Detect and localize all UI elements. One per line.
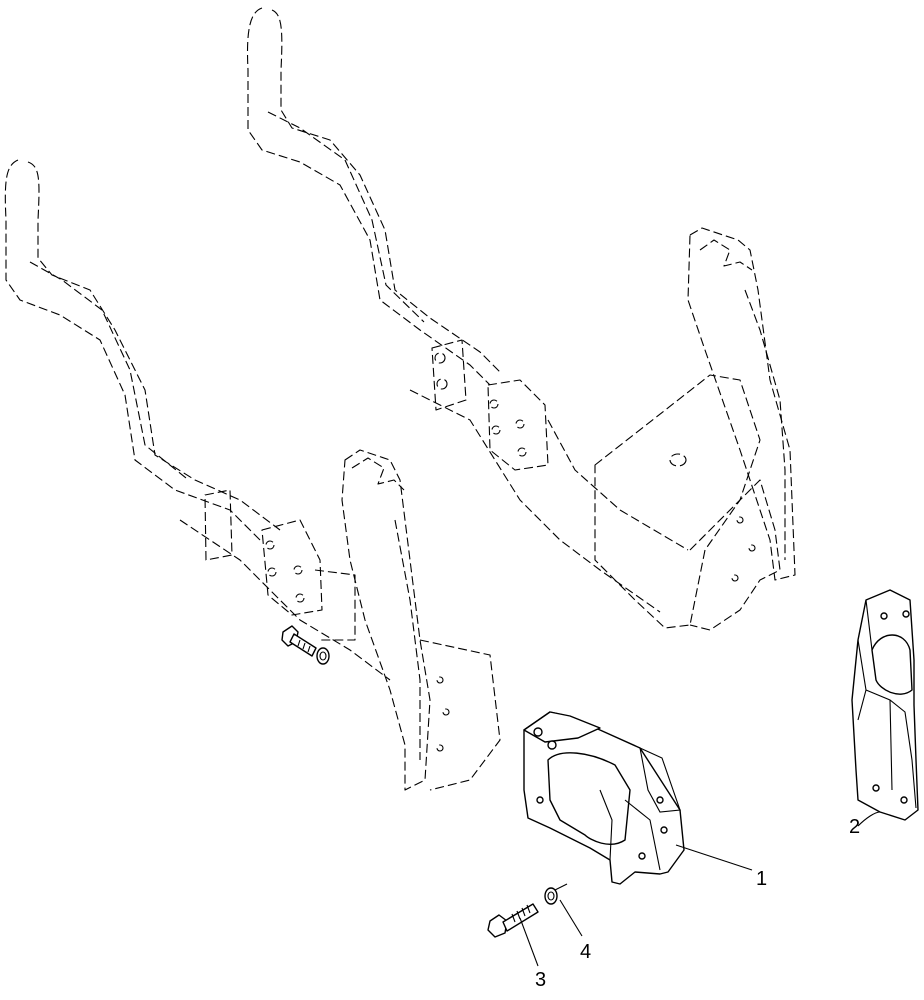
part-3-head	[487, 914, 508, 938]
part-1-inner-cutout	[547, 752, 631, 845]
bolt-upper-shank	[289, 633, 317, 657]
callout-2: 2	[849, 816, 860, 838]
part-4-washer-hole	[547, 891, 555, 901]
ghost-front-bolt-4	[295, 593, 305, 603]
part-1-hole-3	[536, 796, 544, 804]
ghost-front-bolt-1	[265, 540, 275, 550]
part-3-thread	[511, 904, 531, 923]
ghost-front-arm-inner	[27, 161, 281, 531]
part-2-plate	[851, 589, 919, 821]
ghost-rear-upright	[687, 227, 796, 581]
ghost-rear-bolt-b2	[491, 425, 501, 435]
leader-lines	[519, 811, 881, 967]
ghost-rear-hook	[699, 239, 753, 271]
ghost-rear-lower-rail2	[547, 419, 689, 551]
part-2-hole-3	[872, 784, 880, 792]
part-1-hole-5	[660, 826, 668, 834]
ghost-rear-bolt-b3	[515, 419, 525, 429]
part-4-washer	[544, 887, 558, 905]
ghost-front-plate-a	[204, 489, 233, 561]
part-2-hole-4	[900, 796, 908, 804]
part-1-hole-1	[533, 727, 543, 737]
part-1-hole-2	[547, 740, 557, 750]
ghost-rear-upright-inner	[744, 289, 786, 560]
ghost-front-arm-inner2	[29, 261, 187, 479]
ghost-front-bolt-6	[442, 708, 450, 716]
ghost-rear-lower-rail	[409, 389, 661, 613]
ghost-front-bolt-2	[267, 567, 277, 577]
callout-3: 3	[535, 969, 546, 991]
ghost-frame-rear	[247, 7, 796, 631]
part-1-side-flange	[639, 747, 681, 813]
ghost-front-bolt-7	[436, 744, 444, 752]
callout-labels: 1 2 3 4	[535, 816, 860, 991]
ghost-rear-bolt-c3	[731, 574, 739, 582]
part-1-top-flange	[523, 711, 601, 743]
ghost-front-lower-rail	[179, 519, 391, 681]
ghost-rear-plate-a	[431, 339, 467, 411]
part-2-hole-1	[880, 612, 888, 620]
part-2-cutout	[871, 634, 913, 695]
ghost-front-upright-inner	[394, 519, 421, 760]
leader-4	[559, 899, 583, 937]
bolt-upper-thread	[297, 639, 311, 653]
ghost-front-bolt-5	[436, 676, 444, 684]
leader-1	[675, 844, 753, 871]
ghost-rear-arm-inner2	[267, 111, 425, 323]
ghost-front-crossmember	[314, 569, 356, 641]
part-2-hole-2	[902, 610, 910, 618]
ghost-rear-box-front	[689, 479, 781, 631]
ghost-front-plate-b	[261, 519, 323, 616]
ghost-rear-bolt-a2	[436, 378, 448, 390]
part-1-bracket	[523, 711, 685, 885]
ghost-rear-arm-inner	[271, 9, 501, 373]
ghost-front-box	[419, 639, 501, 791]
ghost-front-hook	[351, 457, 405, 491]
part-1-hole-6	[638, 852, 646, 860]
leader-4b	[554, 883, 568, 891]
ghost-rear-box	[594, 374, 761, 629]
ghost-rear-bolt-b1	[489, 399, 499, 409]
ghost-rear-plate-b	[487, 379, 549, 471]
part-2-edge	[857, 599, 873, 691]
part-3-shank	[502, 903, 539, 932]
ghost-rear-bolt-c2	[748, 544, 756, 552]
ghost-front-upright	[341, 449, 431, 791]
part-1-gusset	[599, 789, 661, 871]
callout-1: 1	[756, 868, 767, 890]
ghost-front-arm-outer	[4, 159, 261, 541]
part-3-bolt	[487, 903, 539, 938]
washer-upper-hole	[319, 651, 327, 661]
ghost-frame-front	[4, 159, 501, 791]
leader-2	[857, 811, 881, 827]
part-1-hole-4	[656, 796, 664, 804]
ghost-rear-bolt-a1	[434, 352, 446, 364]
part-2-lower-flange	[857, 689, 917, 809]
leader-3	[519, 917, 539, 967]
washer-upper	[316, 647, 330, 665]
part-4-washer-ring	[544, 887, 558, 905]
ghost-rear-center-hole	[669, 453, 687, 467]
ghost-rear-bolt-c1	[736, 516, 744, 524]
ghost-rear-bolt-b4	[517, 447, 527, 457]
ghost-front-bolt-3	[293, 565, 303, 575]
callout-4: 4	[580, 941, 591, 963]
ghost-rear-arm-outer	[247, 7, 491, 386]
bolt-upper	[281, 625, 330, 665]
